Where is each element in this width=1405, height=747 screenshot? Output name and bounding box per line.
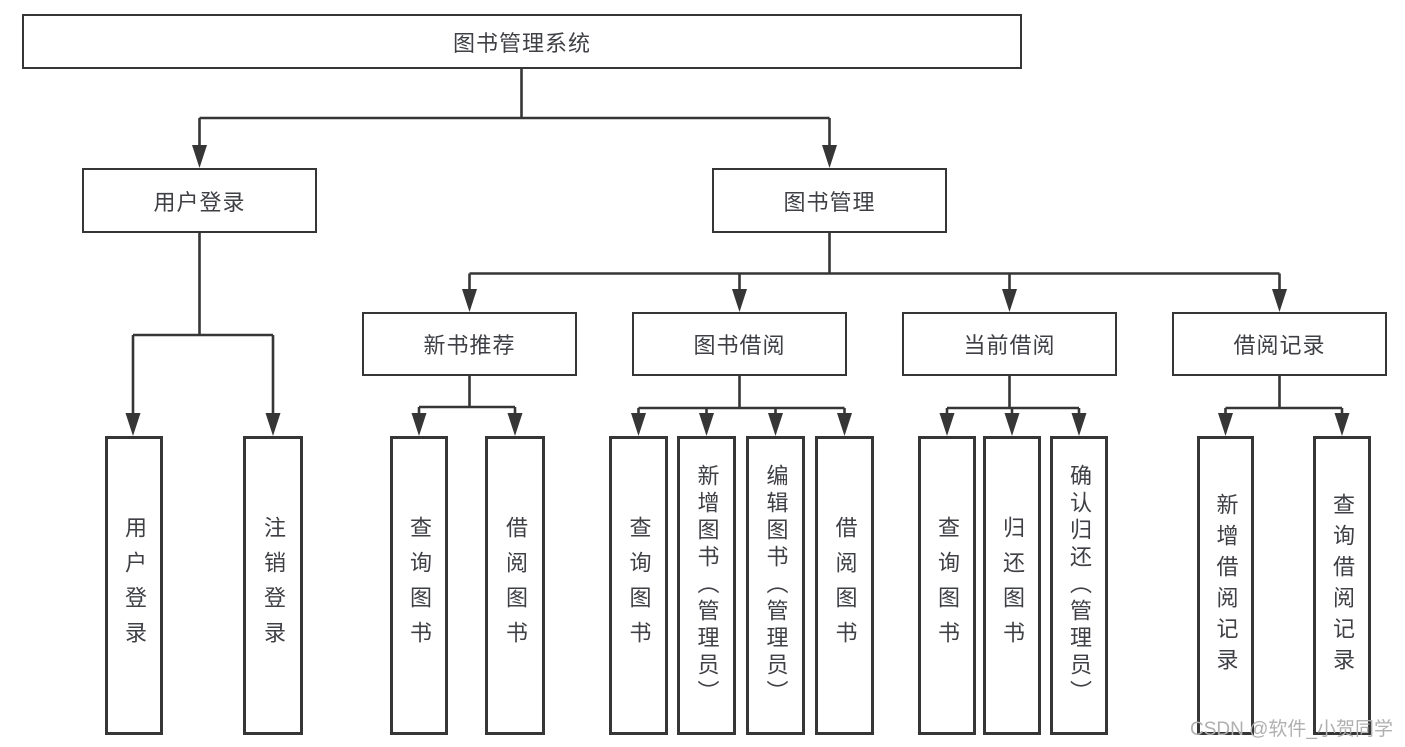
node-leaf-query-books-1: 查询图书 xyxy=(390,436,448,735)
node-label: 用户登录 xyxy=(153,189,246,215)
node-leaf-borrow-books-2: 借阅图书 xyxy=(815,436,874,735)
node-current-borrowing: 当前借阅 xyxy=(902,312,1117,376)
node-borrow-records: 借阅记录 xyxy=(1172,312,1387,376)
node-leaf-user-login: 用户登录 xyxy=(105,436,163,735)
node-leaf-borrow-books-1: 借阅图书 xyxy=(485,436,545,735)
node-label: 图书借阅 xyxy=(693,333,786,358)
node-leaf-edit-books-admin: 编辑图书（管理员） xyxy=(746,436,805,735)
node-library-management-system: 图书管理系统 xyxy=(22,14,1022,69)
node-label: 图书管理系统 xyxy=(452,30,591,56)
node-label: 新书推荐 xyxy=(423,333,516,358)
node-leaf-return-books: 归还图书 xyxy=(983,436,1041,735)
node-label: 借阅图书 xyxy=(832,515,858,656)
node-label: 图书管理 xyxy=(783,189,876,215)
node-label: 查询图书 xyxy=(935,515,960,656)
node-label: 归还图书 xyxy=(1000,515,1025,656)
node-label: 确认归还（管理员） xyxy=(1067,464,1092,707)
node-label: 查询借阅记录 xyxy=(1330,492,1355,679)
node-leaf-add-borrow-record: 新增借阅记录 xyxy=(1197,436,1254,735)
node-label: 注销登录 xyxy=(261,515,286,656)
node-label: 借阅记录 xyxy=(1233,333,1326,358)
node-label: 新增借阅记录 xyxy=(1213,492,1239,679)
arrowheads xyxy=(125,145,1350,436)
node-user-login: 用户登录 xyxy=(82,168,317,233)
node-book-management: 图书管理 xyxy=(712,168,947,233)
node-leaf-logout: 注销登录 xyxy=(243,436,303,735)
node-new-book-recommend: 新书推荐 xyxy=(362,312,577,376)
node-label: 查询图书 xyxy=(407,515,432,656)
node-label: 编辑图书（管理员） xyxy=(763,464,789,707)
node-label: 当前借阅 xyxy=(963,333,1056,358)
node-label: 新增图书（管理员） xyxy=(694,464,720,707)
csdn-watermark: CSDN @软件_小贺同学 xyxy=(1190,719,1393,740)
node-label: 用户登录 xyxy=(122,515,147,656)
node-label: 查询图书 xyxy=(626,515,652,656)
node-leaf-query-borrow-record: 查询借阅记录 xyxy=(1313,436,1371,735)
node-leaf-add-books-admin: 新增图书（管理员） xyxy=(677,436,736,735)
node-book-borrowing: 图书借阅 xyxy=(632,312,847,376)
node-leaf-confirm-return-admin: 确认归还（管理员） xyxy=(1050,436,1108,735)
node-label: 借阅图书 xyxy=(503,515,528,656)
node-leaf-query-books-3: 查询图书 xyxy=(918,436,976,735)
node-leaf-query-books-2: 查询图书 xyxy=(609,436,668,735)
